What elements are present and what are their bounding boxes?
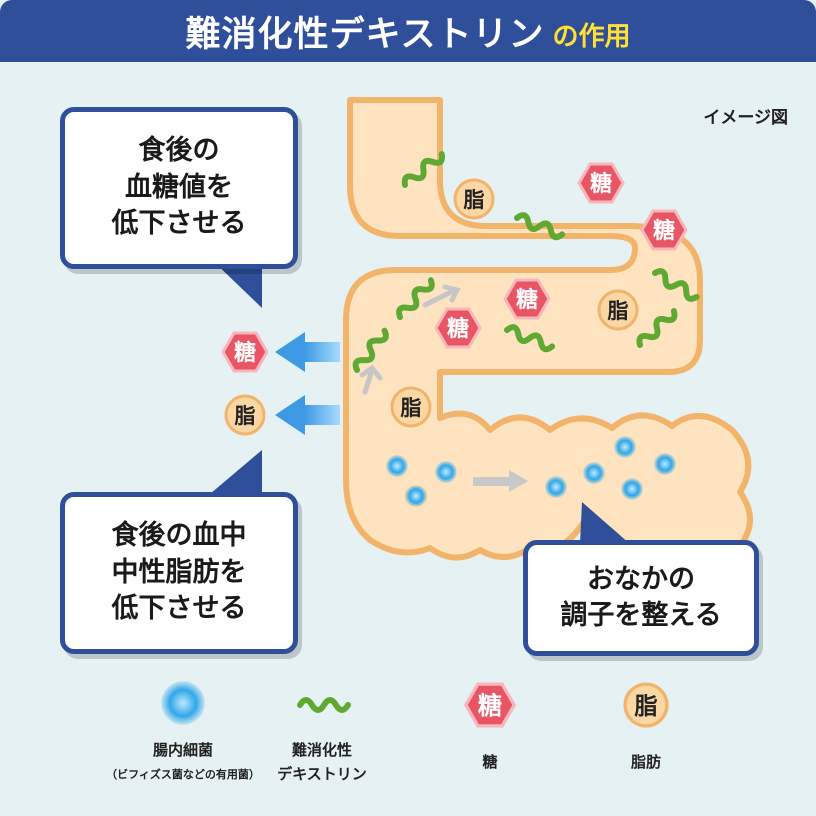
sugar-badge: [577, 162, 625, 204]
fat-badge: [390, 386, 432, 428]
legend-fat-icon: [623, 682, 669, 728]
bubble-tail-triglyceride: [210, 450, 262, 494]
fat-badge: [453, 178, 495, 220]
absorption-arrow-sugar: [275, 332, 340, 372]
legend-bacteria-sublabel: （ビフィズス菌などの有用菌）: [106, 768, 260, 781]
title-sub: の作用: [552, 21, 631, 52]
fat-badge: [597, 289, 639, 331]
absorbed-sugar-badge: [221, 331, 269, 373]
legend-fat-label: 脂肪: [630, 753, 661, 771]
legend-sugar-icon: [464, 682, 516, 728]
bubble-intestine: おなかの 調子を整える: [523, 540, 759, 656]
legend-dextrin-label: 難消化性 デキストリン: [277, 741, 367, 783]
flow-arrow-gray: [473, 470, 528, 492]
legend-sugar-label: 糖: [482, 753, 498, 771]
bubble-tail-blood-sugar: [210, 258, 262, 308]
bacteria-group: [386, 436, 676, 507]
illustration-note: イメージ図: [703, 108, 788, 128]
legend-bacteria-icon: [161, 681, 205, 725]
bubble-triglyceride: 食後の血中 中性脂肪を 低下させる: [60, 492, 298, 654]
bubble-blood-sugar: 食後の 血糖値を 低下させる: [60, 107, 298, 269]
legend-bacteria-label: 腸内細菌: [152, 741, 213, 759]
absorbed-fat-badge: [224, 394, 266, 436]
title-main: 難消化性デキストリン: [185, 14, 545, 55]
absorption-arrow-fat: [275, 395, 340, 435]
title-bar: 難消化性デキストリン の作用: [0, 0, 816, 62]
flow-arrows-small: [359, 284, 461, 395]
bubble-tail-intestine: [580, 502, 630, 544]
sugar-badge: [640, 209, 688, 251]
sugar-badge: [503, 278, 551, 320]
sugar-badge: [434, 307, 482, 349]
legend-dextrin-icon: [300, 700, 348, 710]
